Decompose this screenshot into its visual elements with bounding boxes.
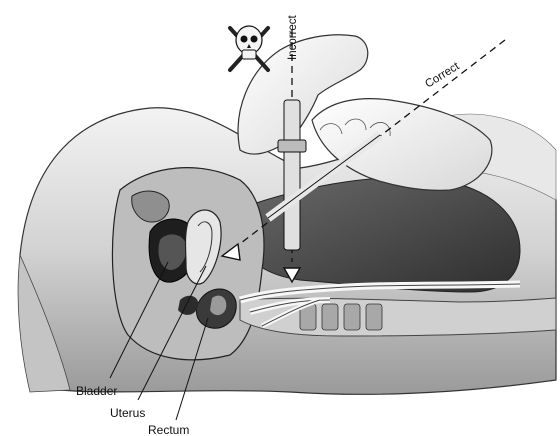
spine <box>239 297 557 337</box>
correct-path <box>220 39 506 261</box>
rectum-leader <box>175 317 209 421</box>
uterus <box>184 209 222 285</box>
skull-crossbones-icon <box>228 25 270 72</box>
uterus-label: Uterus <box>110 406 145 420</box>
incorrect-label: Incorrect <box>287 14 299 60</box>
incorrect-arrowhead <box>282 267 302 284</box>
bladder-leader <box>109 261 169 379</box>
correct-label: Correct <box>423 60 462 91</box>
correct-arrowhead <box>220 242 241 261</box>
rectum-label: Rectum <box>148 423 189 436</box>
pubic-bone <box>131 190 170 223</box>
uterus-leader <box>137 265 207 401</box>
bladder-label: Bladder <box>76 384 117 398</box>
gloved-hands <box>237 34 493 191</box>
incorrect-path <box>277 30 307 284</box>
great-vessels <box>239 280 521 329</box>
